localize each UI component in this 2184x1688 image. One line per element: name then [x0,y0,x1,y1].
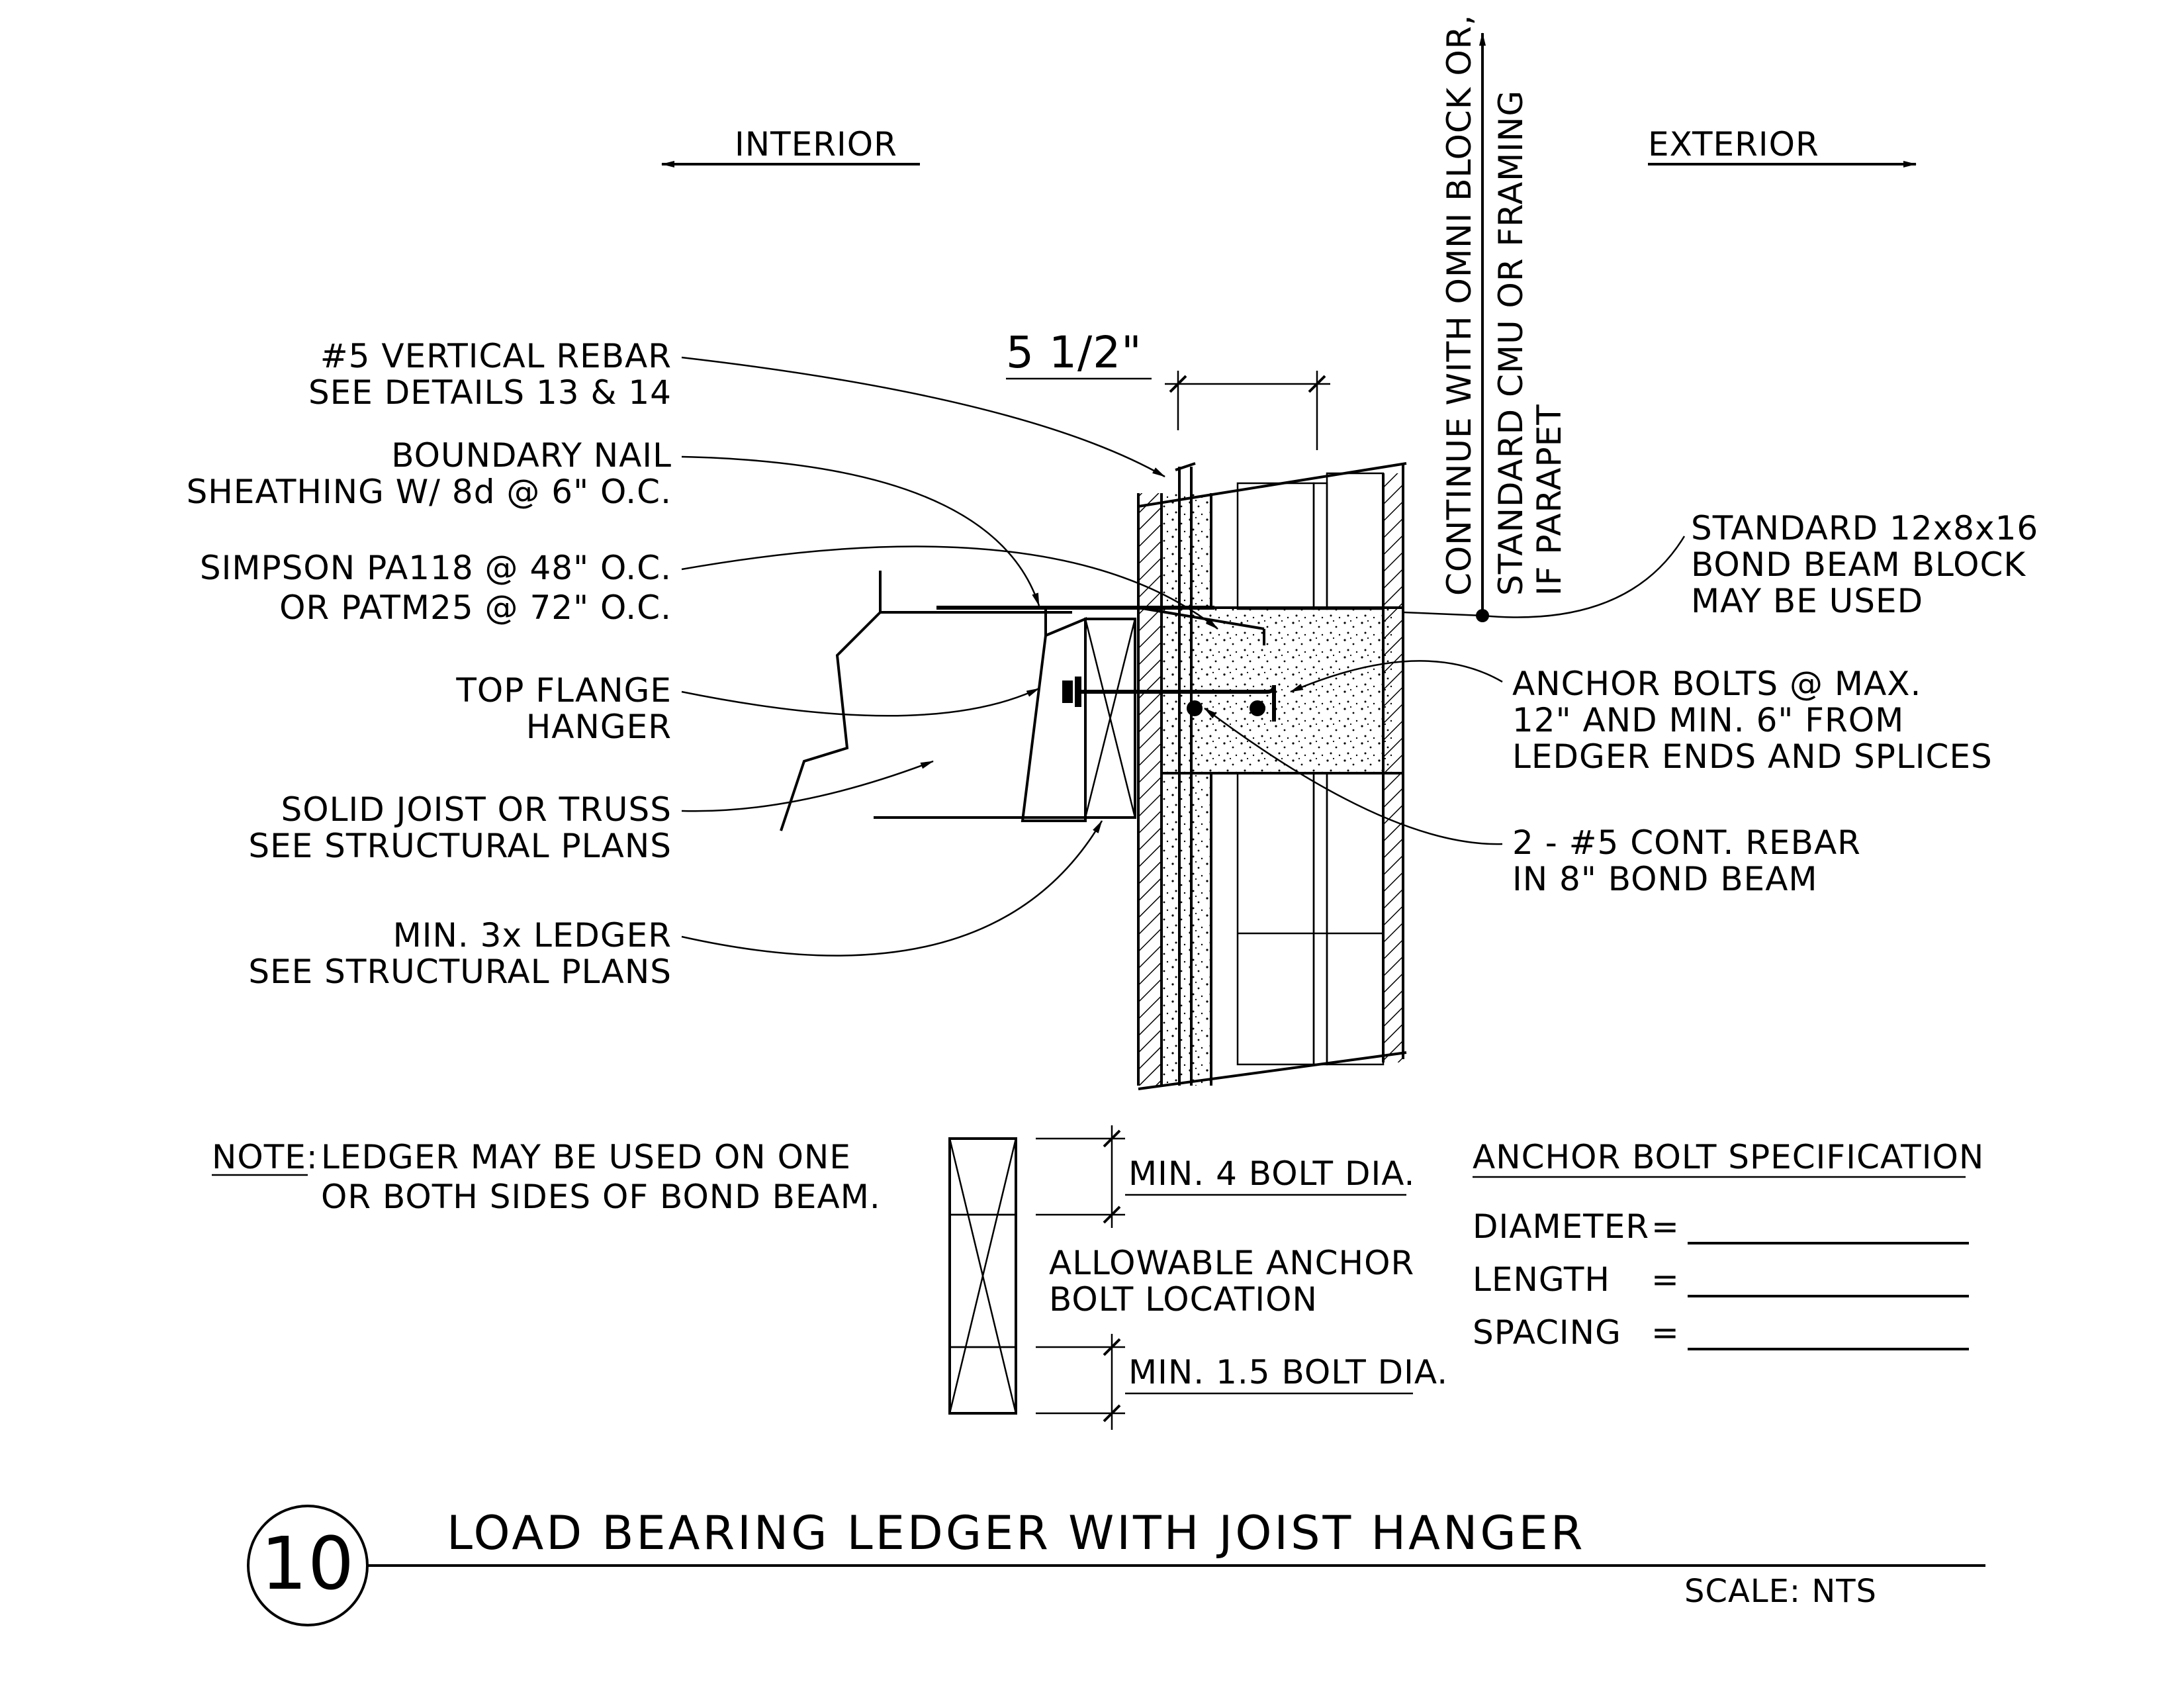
dim-tick-left [1169,375,1187,393]
callout-bondbeam-line1: STANDARD 12x8x16 [1691,509,2038,547]
callout-joist-line1: SOLID JOIST OR TRUSS [281,790,672,829]
wall-break-top [1138,462,1407,508]
spec-length-eq: = [1651,1260,1680,1299]
callout-simpson-line1: SIMPSON PA118 @ 48" O.C. [200,549,672,587]
callout-ledger-line2: SEE STRUCTURAL PLANS [248,953,672,991]
anchor-bolt-washer [1075,677,1081,707]
bond-beam-rebar-1 [1187,700,1203,716]
note-line1: LEDGER MAY BE USED ON ONE [321,1138,851,1176]
grout-core-left [1161,493,1211,1086]
exterior-label: EXTERIOR [1648,125,1819,164]
foam-insert-lower-2 [1326,772,1385,1066]
callout-contrebar-line1: 2 - #5 CONT. REBAR [1512,823,1861,862]
vertical-note-line3: IF PARAPET [1530,404,1569,596]
spec-spacing-label: SPACING [1473,1313,1621,1352]
foam-insert-lower-1 [1236,772,1315,1066]
leader-simpson [681,545,1218,630]
allowable-zone [948,1213,1017,1348]
callout-rebar-line2: SEE DETAILS 13 & 14 [308,373,672,412]
left-callouts: #5 VERTICAL REBAR SEE DETAILS 13 & 14 BO… [187,337,1218,991]
detail-title: LOAD BEARING LEDGER WITH JOIST HANGER [447,1506,1586,1560]
note-label: NOTE: [212,1138,318,1176]
leader-nail [681,455,1040,606]
anchor-bolt-hook [1251,684,1276,722]
leader-joist [681,760,934,812]
leader-anchor [1290,660,1503,693]
interior-direction: INTERIOR [661,125,920,167]
detail-scale: SCALE: NTS [1684,1573,1877,1610]
interior-face-shell [1138,493,1161,1086]
anchor-bolt-nut [1062,680,1073,703]
callout-nail-line1: BOUNDARY NAIL [391,436,672,475]
callout-bondbeam-line2: BOND BEAM BLOCK [1691,545,2026,584]
leader-rebar [681,356,1165,478]
callout-hanger-line2: HANGER [526,708,672,746]
leader-ledger [681,820,1103,957]
joist-break [780,611,882,831]
callout-anchor-line2: 12" AND MIN. 6" FROM [1512,701,1904,739]
anchor-bolt-spec: ANCHOR BOLT SPECIFICATION DIAMETER = LEN… [1473,1138,1984,1352]
spec-length-label: LENGTH [1473,1260,1610,1299]
bolt-location-diagram: MIN. 4 BOLT DIA. ALLOWABLE ANCHOR BOLT L… [948,1125,1448,1430]
detail-number: 10 [261,1521,355,1606]
leader-hanger [681,687,1040,717]
min-1-5-bolt-dia: MIN. 1.5 BOLT DIA. [1128,1353,1448,1391]
note-line2: OR BOTH SIDES OF BOND BEAM. [321,1178,881,1216]
callout-joist-line2: SEE STRUCTURAL PLANS [248,827,672,865]
callout-rebar-line1: #5 VERTICAL REBAR [320,337,672,375]
callout-anchor-line3: LEDGER ENDS AND SPLICES [1512,737,1993,776]
min-4-bolt-dia: MIN. 4 BOLT DIA. [1128,1154,1415,1193]
exterior-direction: EXTERIOR [1648,125,1917,167]
callout-simpson-line2: OR PATM25 @ 72" O.C. [279,588,672,627]
leader-bondbeam [1402,536,1686,618]
interior-label: INTERIOR [735,125,897,164]
spec-title: ANCHOR BOLT SPECIFICATION [1473,1138,1984,1176]
ledger-assembly [780,571,1265,831]
callout-contrebar-line2: IN 8" BOND BEAM [1512,860,1818,898]
vertical-note-line1: CONTINUE WITH OMNI BLOCK OR, [1440,14,1479,596]
right-callouts: STANDARD 12x8x16 BOND BEAM BLOCK MAY BE … [1204,509,2038,898]
simpson-strap [1138,606,1265,630]
vertical-note-line2: STANDARD CMU OR FRAMING [1492,90,1530,596]
spec-diameter-eq: = [1651,1207,1680,1246]
allowable-line2: BOLT LOCATION [1049,1280,1318,1319]
vertical-continuation-note: CONTINUE WITH OMNI BLOCK OR, STANDARD CM… [1440,14,1569,622]
foam-insert-upper-1 [1236,482,1315,610]
dim-tick-right [1308,375,1326,393]
spec-diameter-label: DIAMETER [1473,1207,1649,1246]
exterior-face-shell [1383,473,1403,1062]
spec-spacing-eq: = [1651,1313,1680,1352]
leader-contrebar [1204,707,1503,845]
dimension-label: 5 1/2" [1006,327,1142,378]
bond-beam-rebar-2 [1250,700,1265,716]
allowable-line1: ALLOWABLE ANCHOR [1049,1244,1414,1282]
note-block: NOTE: LEDGER MAY BE USED ON ONE OR BOTH … [212,1138,881,1216]
callout-ledger-line1: MIN. 3x LEDGER [393,916,672,955]
wall-section [1062,462,1407,1090]
detail-title-block: 10 LOAD BEARING LEDGER WITH JOIST HANGER… [247,1505,1985,1626]
callout-hanger-line1: TOP FLANGE [455,671,672,710]
foam-insert-upper-2 [1326,472,1385,610]
wall-break-bottom [1138,1051,1407,1090]
top-flange-hanger [1021,617,1087,822]
wall-dimension: 5 1/2" [1006,327,1330,450]
callout-anchor-line1: ANCHOR BOLTS @ MAX. [1512,665,1921,703]
callout-bondbeam-line3: MAY BE USED [1691,582,1923,620]
callout-nail-line2: SHEATHING W/ 8d @ 6" O.C. [187,473,672,511]
